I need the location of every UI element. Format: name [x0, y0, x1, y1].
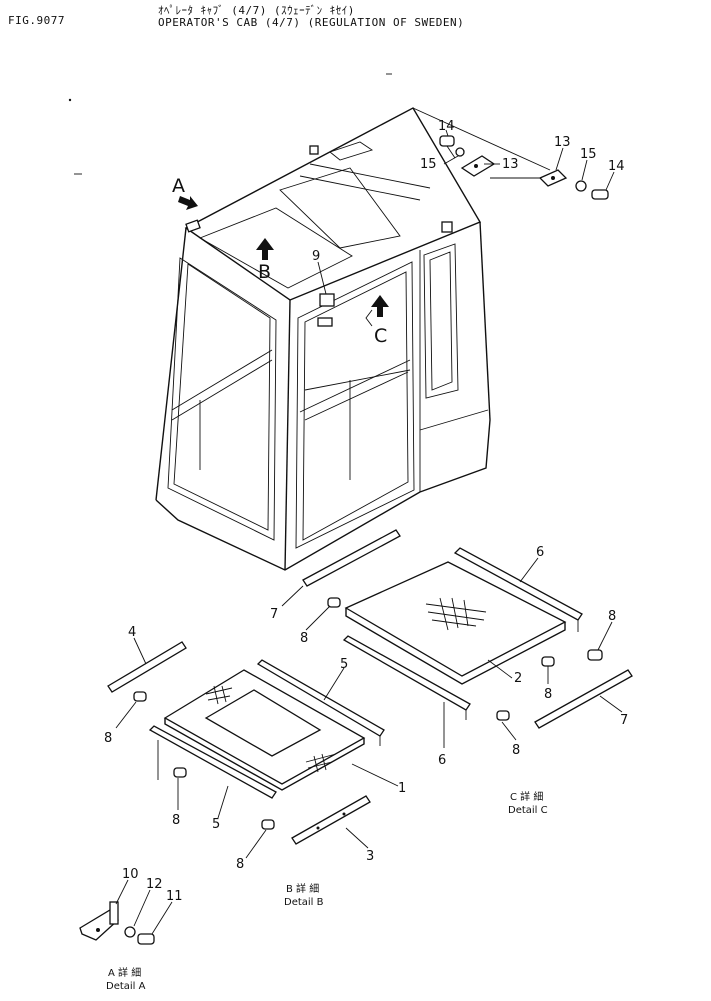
figure-number: FIG.9077: [8, 14, 65, 27]
rail-6-upper: [453, 547, 583, 632]
callout-5: 5: [212, 817, 220, 832]
callout-3: 3: [366, 849, 374, 864]
view-arrow-a: [178, 196, 198, 210]
callout-6: 6: [536, 545, 544, 560]
roof-bracket-right: [538, 169, 609, 200]
title-japanese: ｵﾍﾟﾚｰﾀ ｷｬﾌﾞ (4/7) (ｽｳｪｰﾃﾞﾝ ｷｾｲ): [158, 4, 355, 17]
callout-8: 8: [236, 857, 244, 872]
callout-8: 8: [608, 609, 616, 624]
callout-13: 13: [502, 157, 519, 172]
view-letter-c: C: [374, 325, 387, 347]
callout-9: 9: [312, 249, 320, 264]
bolt-8: [133, 597, 603, 830]
rail-6-lower: [342, 635, 471, 720]
view-arrow-c: [365, 295, 389, 327]
callout-4: 4: [128, 625, 136, 640]
detail-c-jp: C 詳 細: [510, 790, 543, 803]
callout-14: 14: [608, 159, 625, 174]
rail-5-lower: [148, 725, 277, 799]
callout-leaders: [115, 129, 623, 935]
callout-7: 7: [270, 607, 278, 622]
floor-plate-1: [163, 669, 366, 791]
roof-bracket-left: [439, 135, 496, 177]
rail-5-upper: [256, 659, 385, 746]
detail-a-label: Detail A: [106, 981, 146, 992]
callout-11: 11: [166, 889, 183, 904]
bolt-11: [137, 933, 155, 945]
callout-8: 8: [512, 743, 520, 758]
callout-7: 7: [620, 713, 628, 728]
callout-12: 12: [146, 877, 163, 892]
callout-1: 1: [398, 781, 406, 796]
detail-b-jp: B 詳 細: [286, 882, 319, 895]
rail-7-right: [534, 669, 633, 729]
rail-7-left: [302, 529, 401, 587]
view-letter-b: B: [258, 261, 271, 283]
operator-cab: [155, 107, 491, 571]
detail-b-label: Detail B: [284, 897, 324, 908]
callout-10: 10: [122, 867, 139, 882]
bracket-10: [79, 901, 119, 941]
rail-4: [107, 641, 187, 693]
callout-8: 8: [104, 731, 112, 746]
callout-14: 14: [438, 119, 455, 134]
callout-13: 13: [554, 135, 571, 150]
callout-6: 6: [438, 753, 446, 768]
callout-15: 15: [420, 157, 437, 172]
view-letter-a: A: [172, 175, 185, 197]
washer-12: [124, 926, 136, 938]
detail-a-jp: A 詳 細: [108, 966, 141, 979]
callout-8: 8: [172, 813, 180, 828]
title-english: OPERATOR'S CAB (4/7) (REGULATION OF SWED…: [158, 16, 465, 29]
callout-8: 8: [300, 631, 308, 646]
callout-2: 2: [514, 671, 522, 686]
rail-3: [291, 795, 371, 845]
view-arrow-b: [256, 238, 274, 260]
floor-plate-2: [344, 561, 567, 685]
callout-15: 15: [580, 147, 597, 162]
detail-c-label: Detail C: [508, 805, 548, 816]
callout-5: 5: [340, 657, 348, 672]
callout-8: 8: [544, 687, 552, 702]
